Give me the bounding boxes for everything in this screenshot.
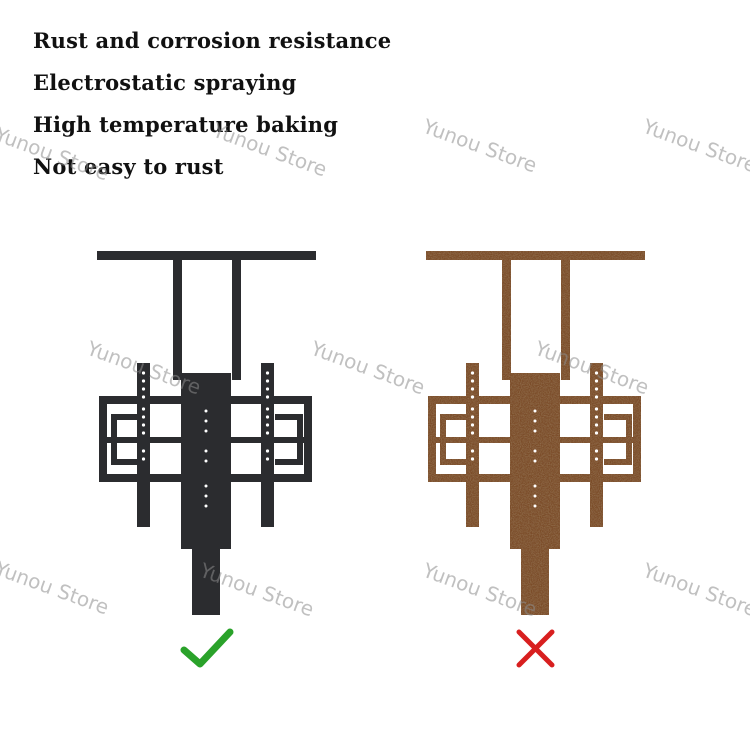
feature-item-3: High temperature baking [33, 112, 339, 137]
feature-list: Rust and corrosion resistance Electrosta… [33, 26, 391, 194]
feature-item-2: Electrostatic spraying [33, 70, 297, 95]
rusted-mount-illustration [426, 251, 645, 615]
coated-mount-illustration [97, 251, 316, 615]
feature-item-1: Rust and corrosion resistance [33, 28, 392, 53]
feature-item-4: Not easy to rust [33, 154, 224, 179]
check-mark-icon [180, 628, 234, 668]
cross-mark-icon [516, 629, 555, 668]
